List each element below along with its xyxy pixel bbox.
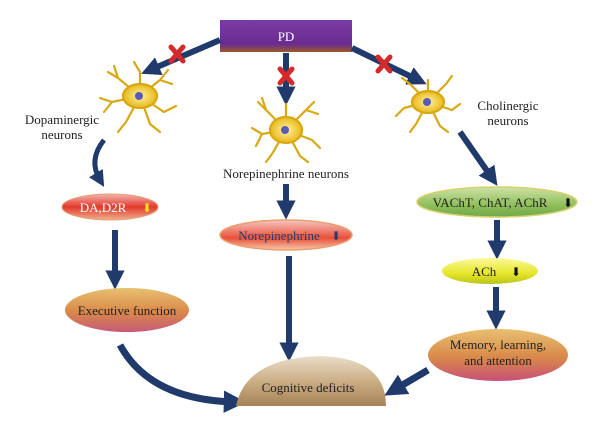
norepinephrine-label: Norepinephrine bbox=[238, 228, 320, 243]
dopaminergic-line2: neurons bbox=[41, 127, 83, 142]
da-d2r-label: DA,D2R bbox=[80, 200, 127, 215]
cholinergic-line2: neurons bbox=[487, 113, 529, 128]
executive-function-label: Executive function bbox=[78, 303, 177, 318]
decrease-arrow-icon: ⬇ bbox=[563, 196, 573, 210]
executive-function-node: Executive function bbox=[65, 288, 189, 332]
decrease-arrow-icon: ⬇ bbox=[331, 229, 341, 243]
memory-learning-attention-node: Memory, learning, and attention bbox=[428, 329, 568, 381]
pd-to-dopaminergic-arrow bbox=[141, 37, 222, 76]
decrease-arrow-icon: ⬇ bbox=[511, 265, 521, 279]
cholinergic-to-vacht-arrow bbox=[457, 130, 498, 186]
vacht-chat-achr-label: VAChT, ChAT, AChR bbox=[433, 195, 548, 210]
ach-node: ACh ⬇ bbox=[442, 258, 538, 284]
decrease-arrow-icon: ⬇ bbox=[142, 201, 152, 215]
executive-to-cognitive-arrow bbox=[116, 343, 247, 413]
pd-box: PD bbox=[220, 20, 352, 52]
cognitive-deficits-label: Cognitive deficits bbox=[262, 380, 355, 395]
norepinephrine-neurons-label: Norepinephrine neurons bbox=[223, 166, 349, 181]
dopaminergic-to-da-arrow bbox=[89, 138, 107, 187]
pd-label: PD bbox=[278, 29, 295, 44]
memory-label-line1: Memory, learning, bbox=[450, 337, 546, 352]
neuron-icon bbox=[250, 96, 322, 164]
inhibit-x-icon bbox=[375, 54, 393, 74]
ach-label: ACh bbox=[472, 264, 497, 279]
cholinergic-neurons-label: Cholinergic neurons bbox=[464, 98, 552, 128]
neuron-icon bbox=[98, 60, 178, 134]
neuron-icon bbox=[394, 74, 462, 134]
dopaminergic-neurons-label: Dopaminergic neurons bbox=[14, 112, 110, 142]
cognitive-deficits-node: Cognitive deficits bbox=[236, 356, 386, 406]
dopaminergic-line1: Dopaminergic bbox=[24, 112, 100, 127]
vacht-chat-achr-node: VAChT, ChAT, AChR ⬇ bbox=[416, 186, 578, 218]
inhibit-x-icon bbox=[168, 44, 186, 64]
cholinergic-line1: Cholinergic bbox=[477, 98, 539, 113]
memory-label-line2: and attention bbox=[464, 353, 532, 368]
memory-to-cognitive-arrow bbox=[384, 366, 430, 396]
norepinephrine-node: Norepinephrine ⬇ bbox=[219, 219, 353, 251]
da-d2r-node: DA,D2R ⬇ bbox=[61, 193, 159, 221]
inhibit-x-icon bbox=[277, 66, 295, 86]
